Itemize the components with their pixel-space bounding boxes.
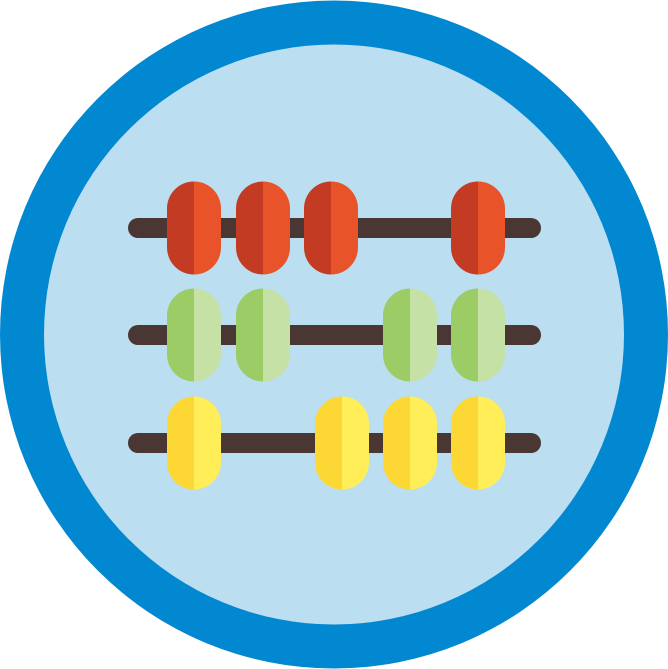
abacus-bead: [451, 396, 505, 490]
abacus-bead: [451, 181, 505, 275]
abacus-bead: [315, 396, 369, 490]
abacus-bead: [167, 288, 221, 382]
abacus-bead: [304, 181, 358, 275]
abacus-bead: [383, 396, 437, 490]
abacus-bead: [451, 288, 505, 382]
abacus-bead: [167, 181, 221, 275]
abacus-row-yellow: [128, 396, 541, 490]
abacus-bead: [383, 288, 437, 382]
abacus-bead: [167, 396, 221, 490]
abacus-rod: [128, 325, 541, 345]
abacus-bead: [236, 181, 290, 275]
abacus-bead: [236, 288, 290, 382]
abacus-row-red: [128, 181, 541, 275]
abacus-row-green: [128, 288, 541, 382]
